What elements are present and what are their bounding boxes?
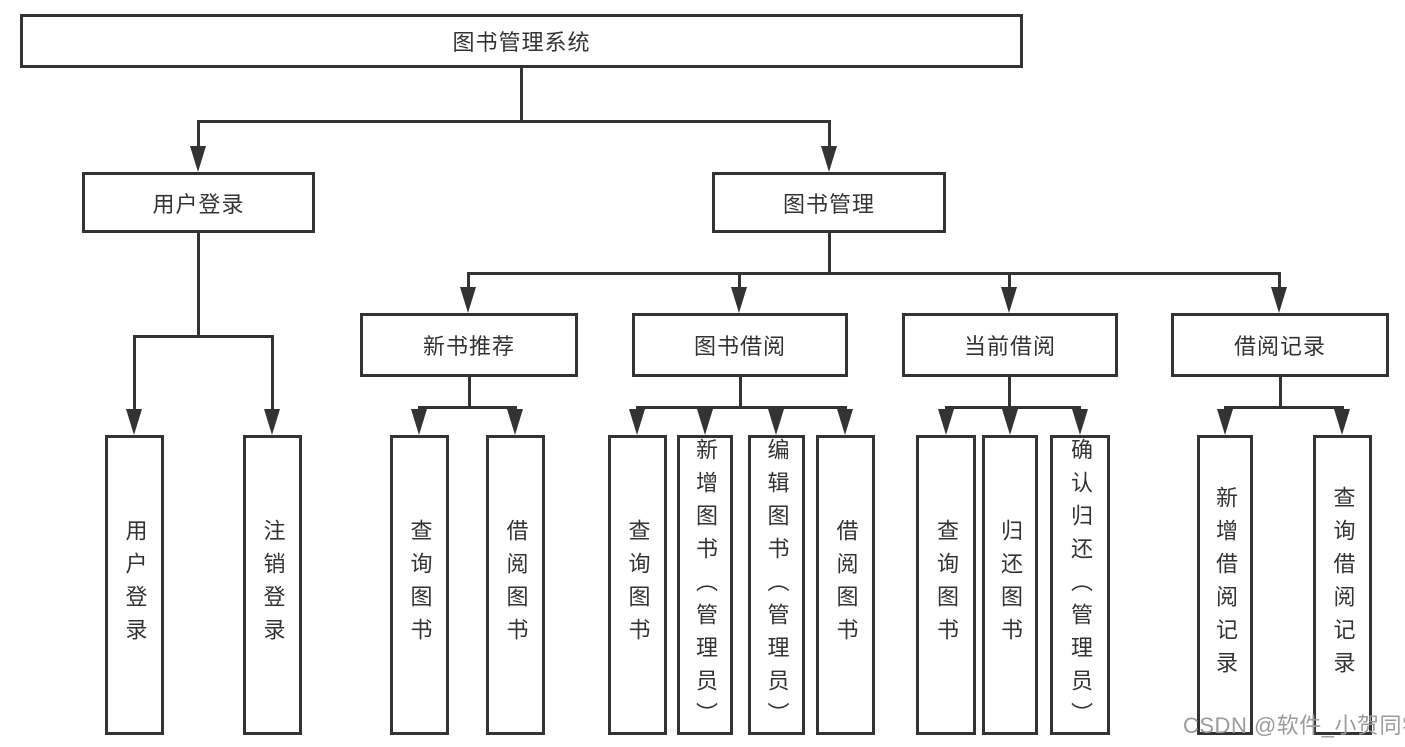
csdn-watermark: CSDN @软件_小贺同学 bbox=[1183, 713, 1405, 738]
connector-current-rail bbox=[945, 406, 1081, 409]
arrowhead-book-borrow bbox=[731, 287, 747, 313]
arrowhead-book-management bbox=[821, 146, 837, 172]
arrowhead-borrow-borrow bbox=[837, 409, 853, 435]
leaf-recommend-borrow-books: 借阅图书 bbox=[486, 435, 545, 735]
leaf-return-books: 归还图书 bbox=[982, 435, 1038, 735]
leaf-user-login: 用户登录 bbox=[105, 435, 164, 735]
leaf-borrow-borrow-books: 借阅图书 bbox=[816, 435, 875, 735]
leaf-current-query-books: 查询图书 bbox=[916, 435, 976, 735]
arrowhead-recommend-borrow bbox=[507, 409, 523, 435]
leaf-add-borrow-record: 新增借阅记录 bbox=[1197, 435, 1253, 735]
connector-current-stem bbox=[1008, 377, 1011, 408]
arrowhead-records-query bbox=[1334, 409, 1350, 435]
node-book-management: 图书管理 bbox=[712, 172, 946, 233]
connector-borrow-rail bbox=[636, 406, 847, 409]
leaf-add-book-admin: 新增图书（管理员） bbox=[677, 435, 733, 735]
connector-recommend-stem bbox=[468, 377, 471, 408]
connector-book-mgmt-rail bbox=[467, 272, 1280, 275]
leaf-logout-login: 注销登录 bbox=[243, 435, 302, 735]
arrowhead-borrow-records bbox=[1271, 287, 1287, 313]
leaf-edit-book-admin: 编辑图书（管理员） bbox=[748, 435, 805, 735]
arrowhead-current-return bbox=[1002, 409, 1018, 435]
connector-book-mgmt-drop-2 bbox=[738, 272, 741, 287]
connector-borrow-stem bbox=[739, 377, 742, 408]
connector-root-right-drop bbox=[828, 120, 831, 148]
arrowhead-current-borrow bbox=[1001, 287, 1017, 313]
connector-user-login-drop-1 bbox=[133, 335, 136, 411]
connector-book-mgmt-stem bbox=[828, 233, 831, 274]
node-user-login: 用户登录 bbox=[82, 172, 315, 233]
connector-records-rail bbox=[1224, 406, 1344, 409]
node-book-borrow: 图书借阅 bbox=[632, 313, 848, 377]
connector-user-login-stem bbox=[197, 233, 200, 337]
leaf-borrow-query-books: 查询图书 bbox=[608, 435, 667, 735]
connector-user-login-drop-2 bbox=[271, 335, 274, 411]
connector-root-stem bbox=[520, 68, 523, 122]
connector-root-rail bbox=[197, 120, 831, 123]
connector-book-mgmt-drop-1 bbox=[467, 272, 470, 287]
arrowhead-borrow-query bbox=[629, 409, 645, 435]
connector-recommend-rail bbox=[418, 406, 517, 409]
arrowhead-user-login bbox=[190, 146, 206, 172]
arrowhead-leaf-logout bbox=[264, 409, 280, 435]
connector-root-left-drop bbox=[197, 120, 200, 148]
connector-user-login-rail bbox=[133, 335, 274, 338]
arrowhead-recommend-query bbox=[411, 409, 427, 435]
leaf-recommend-query-books: 查询图书 bbox=[390, 435, 449, 735]
arrowhead-new-book-recommend bbox=[460, 287, 476, 313]
arrowhead-current-query bbox=[938, 409, 954, 435]
node-borrow-records: 借阅记录 bbox=[1171, 313, 1389, 377]
node-new-book-recommend: 新书推荐 bbox=[360, 313, 578, 377]
leaf-confirm-return-admin: 确认归还（管理员） bbox=[1050, 435, 1110, 735]
arrowhead-records-add bbox=[1217, 409, 1233, 435]
leaf-query-borrow-record: 查询借阅记录 bbox=[1313, 435, 1372, 735]
arrowhead-leaf-user-login bbox=[126, 409, 142, 435]
connector-book-mgmt-drop-3 bbox=[1008, 272, 1011, 287]
node-library-management-system: 图书管理系统 bbox=[20, 14, 1023, 68]
connector-book-mgmt-drop-4 bbox=[1278, 272, 1281, 287]
node-current-borrow: 当前借阅 bbox=[902, 313, 1118, 377]
connector-records-stem bbox=[1279, 377, 1282, 408]
arrowhead-borrow-add bbox=[697, 409, 713, 435]
arrowhead-current-confirm bbox=[1072, 409, 1088, 435]
arrowhead-borrow-edit bbox=[768, 409, 784, 435]
